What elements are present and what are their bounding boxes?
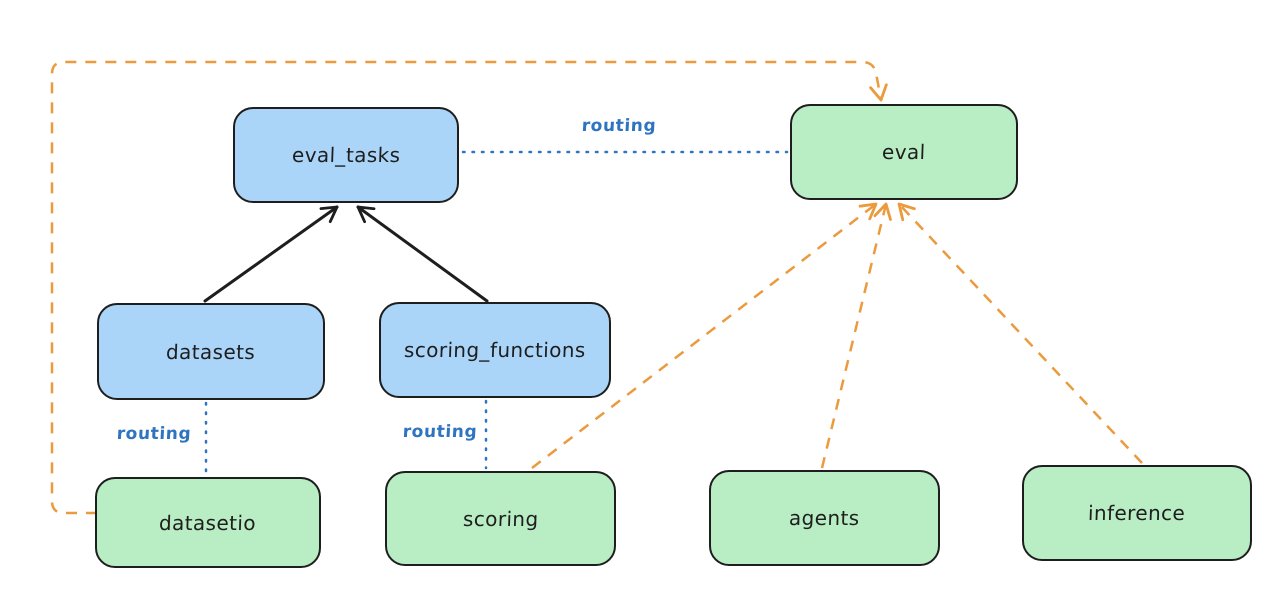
node-label-scoring: scoring: [462, 506, 539, 531]
routing-label-scoring: routing: [402, 422, 478, 442]
node-eval_tasks: eval_tasks: [233, 107, 459, 203]
node-label-eval_tasks: eval_tasks: [291, 143, 401, 167]
edge-scoring-to-eval: [531, 202, 878, 469]
node-agents: agents: [709, 470, 940, 566]
node-eval: eval: [790, 104, 1018, 200]
edge-datasets-to-eval_tasks: [203, 205, 339, 303]
node-inference: inference: [1022, 465, 1252, 561]
node-scoring_functions: scoring_functions: [379, 302, 611, 398]
node-label-scoring_functions: scoring_functions: [403, 338, 587, 362]
routing-label-datasets: routing: [116, 424, 192, 444]
edge-inference-to-eval: [897, 202, 1143, 464]
node-label-datasetio: datasetio: [159, 510, 257, 535]
routing-label-top: routing: [581, 116, 657, 136]
edge-scoring_functions-to-eval_tasks: [356, 205, 489, 303]
node-label-datasets: datasets: [165, 339, 257, 364]
node-datasets: datasets: [97, 303, 325, 400]
edge-datasetio-to-eval: [50, 60, 888, 515]
node-label-eval: eval: [881, 140, 927, 164]
node-label-inference: inference: [1087, 501, 1187, 525]
node-label-agents: agents: [788, 506, 861, 530]
edge-agents-to-eval: [820, 202, 892, 469]
node-scoring: scoring: [385, 471, 616, 566]
node-datasetio: datasetio: [95, 477, 321, 568]
